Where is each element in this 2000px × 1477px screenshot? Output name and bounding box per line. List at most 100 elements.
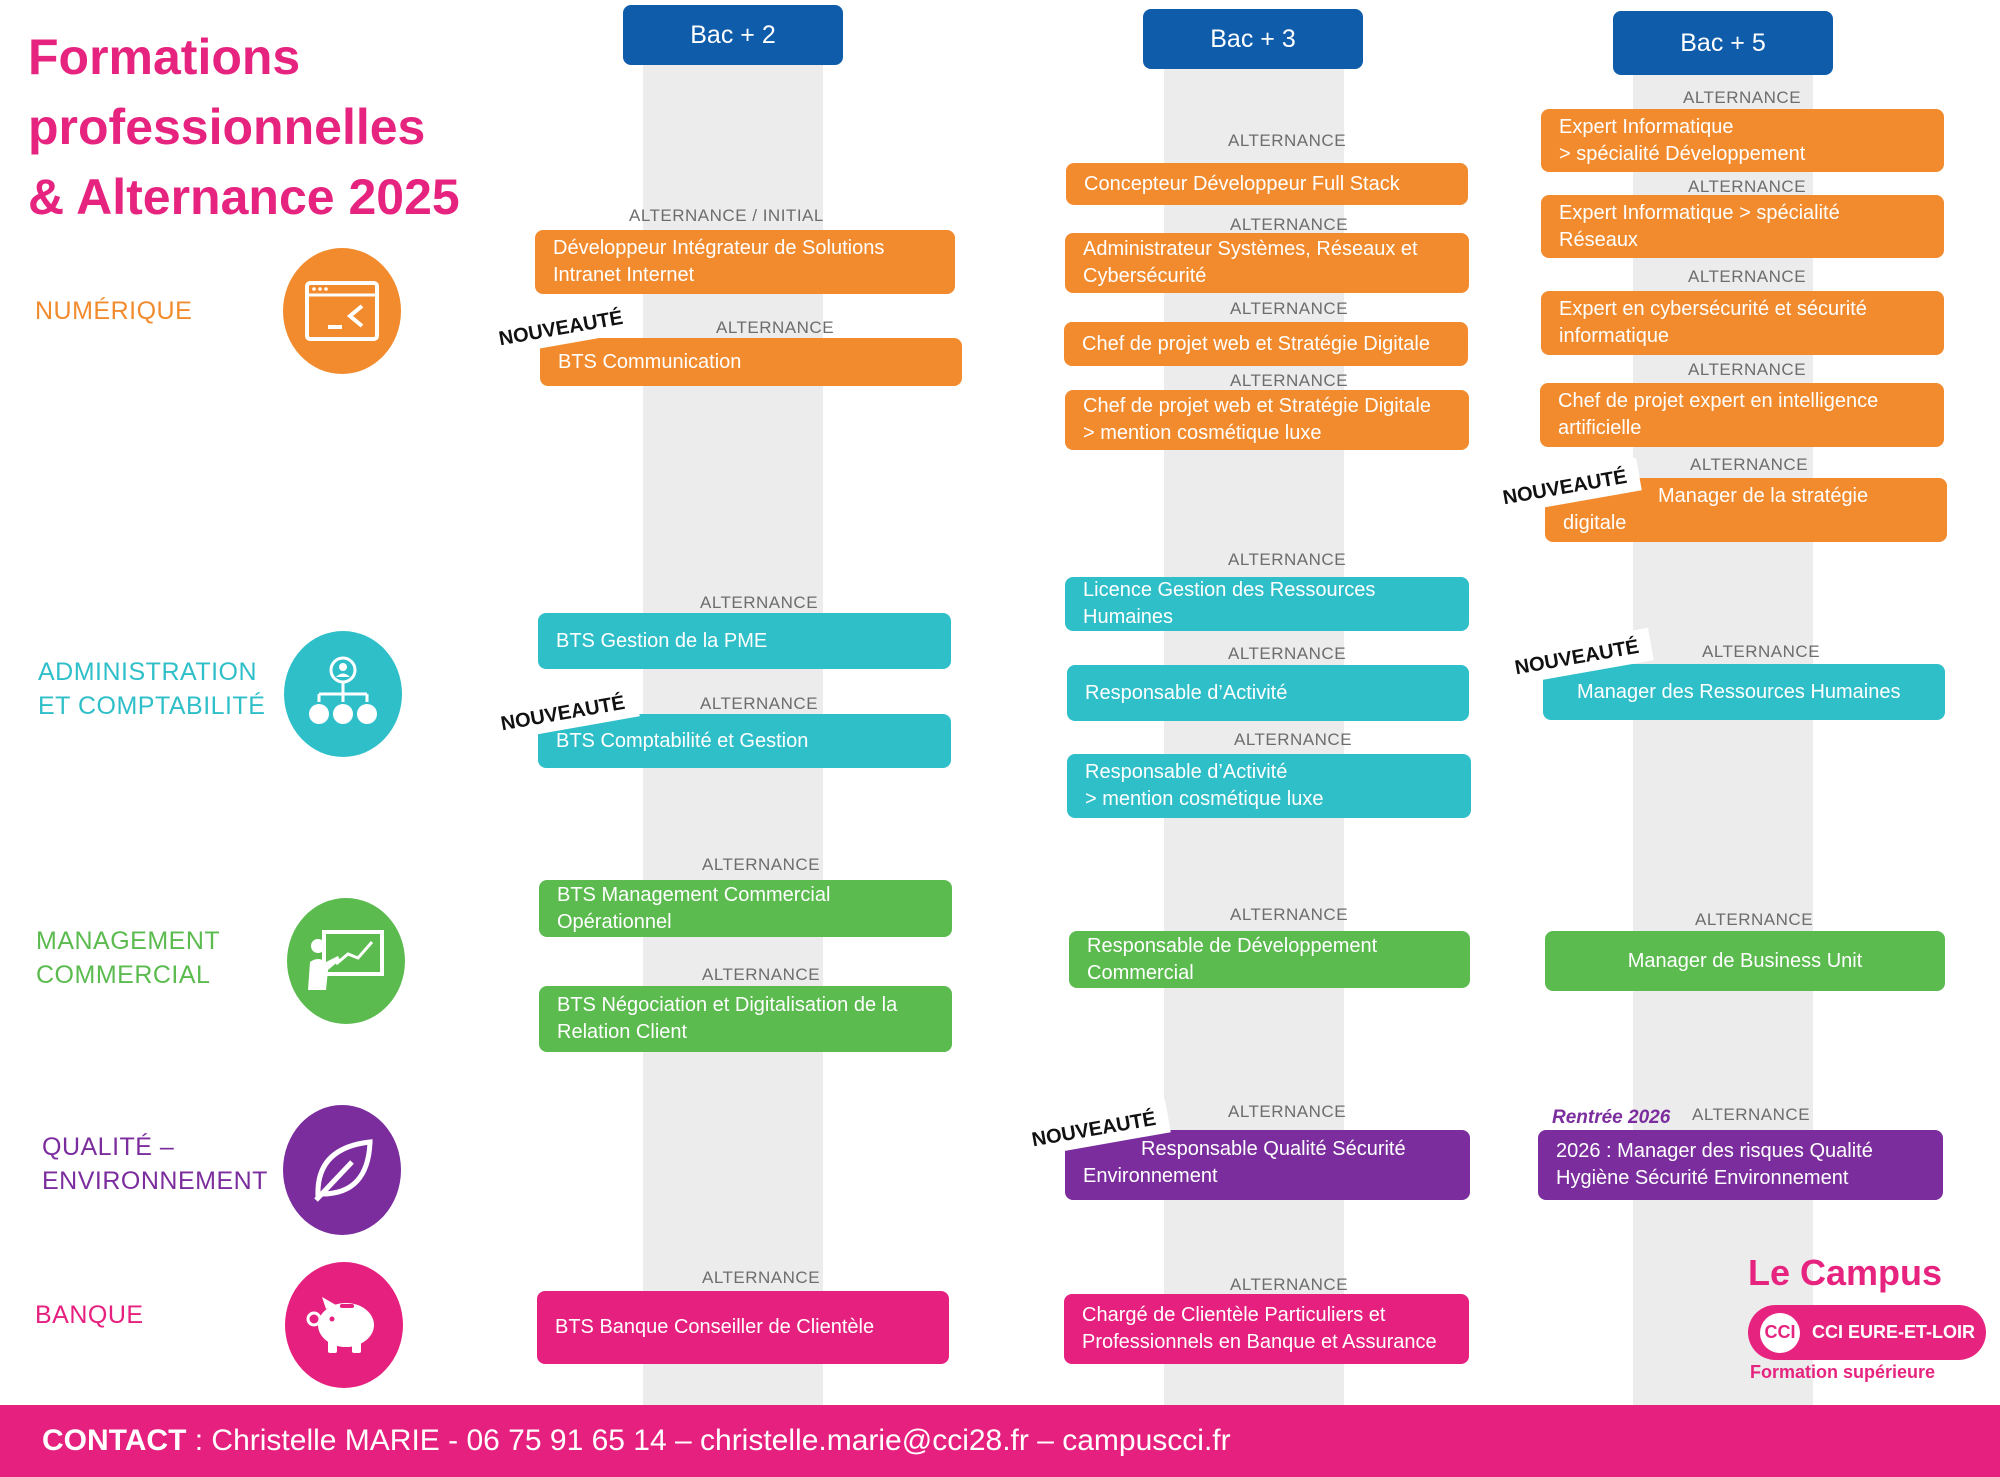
course-title: Développeur Intégrateur de Solutions Int…	[553, 237, 885, 286]
terminal-window-icon-svg	[305, 281, 379, 341]
alternance-label: ALTERNANCE	[1230, 215, 1349, 234]
course-title: Expert Informatique > spécialité Réseaux	[1559, 201, 1840, 251]
level-header-bac3: Bac + 3	[1143, 9, 1363, 69]
sector-numerique-label: NUMÉRIQUE	[35, 297, 193, 325]
course-card[interactable]: Chef de projet web et Stratégie Digitale…	[1065, 390, 1469, 450]
course-title: Chef de projet web et Stratégie Digitale	[1082, 332, 1430, 355]
level-header-bac2: Bac + 2	[623, 5, 843, 65]
org-chart-icon-svg	[309, 656, 377, 724]
title-line-1: Formations	[28, 29, 301, 85]
sector-banque: BANQUE	[35, 1298, 144, 1332]
alternance-label: ALTERNANCE	[702, 965, 821, 984]
contact-label: CONTACT	[42, 1424, 187, 1457]
alternance-label: ALTERNANCE	[1230, 905, 1349, 924]
course-card[interactable]: Chargé de Clientèle Particuliers et Prof…	[1064, 1294, 1469, 1364]
piggy-bank-icon-svg	[306, 1297, 374, 1353]
course-card[interactable]: Licence Gestion des Ressources Humaines	[1065, 577, 1469, 631]
contact-footer: CONTACT : Christelle MARIE - 06 75 91 65…	[0, 1405, 2000, 1477]
course-title: Licence Gestion des Ressources Humaines	[1083, 579, 1376, 628]
course-title: Chef de projet expert en intelligence ar…	[1558, 390, 1879, 439]
contact-details[interactable]: : Christelle MARIE - 06 75 91 65 14 – ch…	[186, 1424, 1231, 1457]
alternance-label: ALTERNANCE	[702, 855, 821, 874]
alternance-label: ALTERNANCE	[1690, 455, 1809, 474]
alternance-label: ALTERNANCE	[1683, 88, 1802, 107]
course-card[interactable]: Expert Informatique > spécialité Réseaux	[1541, 195, 1944, 258]
course-card[interactable]: Manager des Ressources Humaines	[1543, 664, 1945, 720]
alternance-initial-label: ALTERNANCE / INITIAL	[629, 206, 824, 225]
alternance-label: ALTERNANCE	[1695, 910, 1814, 929]
course-title: Manager de Business Unit	[1627, 949, 1863, 972]
alternance-label: ALTERNANCE	[1234, 730, 1353, 749]
sector-administration: ADMINISTRATION ET COMPTABILITÉ	[38, 655, 265, 723]
course-card[interactable]: Responsable Qualité Sécurité Environneme…	[1065, 1130, 1470, 1200]
course-title: Expert Informatique > spécialité Dévelop…	[1559, 115, 1806, 165]
course-card[interactable]: Concepteur Développeur Full Stack	[1066, 163, 1468, 205]
campus-subtitle: Formation supérieure	[1750, 1362, 1936, 1382]
alternance-label: ALTERNANCE	[1688, 360, 1807, 379]
leaf-icon-svg	[314, 1139, 373, 1202]
sector-qualite-line-1: QUALITÉ –	[42, 1133, 175, 1161]
piggy-bank-icon	[285, 1262, 403, 1388]
sector-banque-label: BANQUE	[35, 1301, 144, 1329]
org-chart-icon	[284, 631, 402, 757]
sector-commercial-line-1: MANAGEMENT	[36, 927, 221, 955]
course-title: Administrateur Systèmes, Réseaux et Cybe…	[1083, 238, 1418, 287]
course-card[interactable]: BTS Comptabilité et Gestion	[538, 714, 951, 768]
course-card[interactable]: Chef de projet expert en intelligence ar…	[1540, 383, 1944, 447]
alternance-label: ALTERNANCE	[1688, 177, 1807, 196]
course-card[interactable]: 2026 : Manager des risques Qualité Hygiè…	[1538, 1130, 1943, 1200]
title-line-2: professionnelles	[28, 99, 426, 155]
course-title-line-2: digitale	[1563, 512, 1627, 534]
terminal-window-icon	[283, 248, 401, 374]
course-card[interactable]: Chef de projet web et Stratégie Digitale	[1064, 322, 1468, 366]
course-card[interactable]: Manager de Business Unit	[1545, 931, 1945, 991]
alternance-label: ALTERNANCE	[1228, 644, 1347, 663]
alternance-label: ALTERNANCE	[716, 318, 835, 337]
alternance-label: ALTERNANCE	[1688, 267, 1807, 286]
campus-logo-text: Le Campus	[1748, 1252, 1943, 1293]
course-card[interactable]: Expert en cybersécurité et sécurité info…	[1541, 291, 1944, 355]
alternance-label: ALTERNANCE	[1692, 1105, 1811, 1124]
presentation-board-icon	[287, 898, 405, 1024]
alternance-label: ALTERNANCE	[1230, 1275, 1349, 1294]
course-card[interactable]: Administrateur Systèmes, Réseaux et Cybe…	[1065, 233, 1469, 293]
leaf-icon	[283, 1105, 401, 1235]
course-title: Manager des Ressources Humaines	[1577, 680, 1901, 703]
alternance-label: ALTERNANCE	[1228, 131, 1347, 150]
course-card[interactable]: Responsable d’Activité	[1067, 665, 1469, 721]
course-card[interactable]: BTS Management Commercial Opérationnel	[539, 880, 952, 937]
alternance-label: ALTERNANCE	[1228, 550, 1347, 569]
course-title: BTS Comptabilité et Gestion	[556, 729, 809, 752]
presentation-board-icon-svg	[308, 930, 384, 990]
course-title: Chef de projet web et Stratégie Digitale…	[1083, 395, 1431, 444]
alternance-label: ALTERNANCE	[1230, 371, 1349, 390]
course-card[interactable]: BTS Négociation et Digitalisation de la …	[539, 986, 952, 1052]
cci-logo-name: CCI EURE-ET-LOIR	[1812, 1322, 1976, 1342]
course-card[interactable]: BTS Gestion de la PME	[538, 613, 951, 669]
title-line-3: & Alternance 2025	[28, 169, 460, 225]
course-card[interactable]: BTS Communication	[540, 338, 962, 386]
alternance-label: ALTERNANCE	[700, 694, 819, 713]
alternance-label: ALTERNANCE	[1702, 642, 1821, 661]
course-card[interactable]: Responsable d’Activité > mention cosméti…	[1067, 754, 1471, 818]
course-title-line-1: Manager de la stratégie	[1658, 485, 1869, 507]
course-card[interactable]: Expert Informatique > spécialité Dévelop…	[1541, 109, 1944, 172]
course-title: Concepteur Développeur Full Stack	[1084, 172, 1400, 195]
sector-commercial: MANAGEMENT COMMERCIAL	[36, 924, 220, 992]
sector-numerique: NUMÉRIQUE	[35, 294, 192, 328]
alternance-label: ALTERNANCE	[700, 593, 819, 612]
sector-qualite-line-2: ENVIRONNEMENT	[42, 1167, 268, 1195]
column-bac5-background	[1633, 60, 1813, 1405]
cci-logo[interactable]: CCI CCI EURE-ET-LOIR	[1748, 1305, 1986, 1360]
course-card[interactable]: BTS Banque Conseiller de Clientèle	[537, 1291, 949, 1364]
alternance-label: ALTERNANCE	[702, 1268, 821, 1287]
course-title: Chargé de Clientèle Particuliers et Prof…	[1082, 1304, 1437, 1353]
course-title-line-2: Environnement	[1083, 1165, 1218, 1187]
course-title: 2026 : Manager des risques Qualité Hygiè…	[1556, 1140, 1873, 1189]
course-title: Responsable d’Activité	[1085, 681, 1288, 704]
course-card[interactable]: Responsable de Développement Commercial	[1069, 931, 1470, 988]
alternance-label: ALTERNANCE	[1230, 299, 1349, 318]
course-card[interactable]: Développeur Intégrateur de Solutions Int…	[535, 230, 955, 294]
page-title: Formations professionnelles & Alternance…	[28, 22, 508, 232]
course-title: Responsable de Développement Commercial	[1087, 934, 1378, 984]
